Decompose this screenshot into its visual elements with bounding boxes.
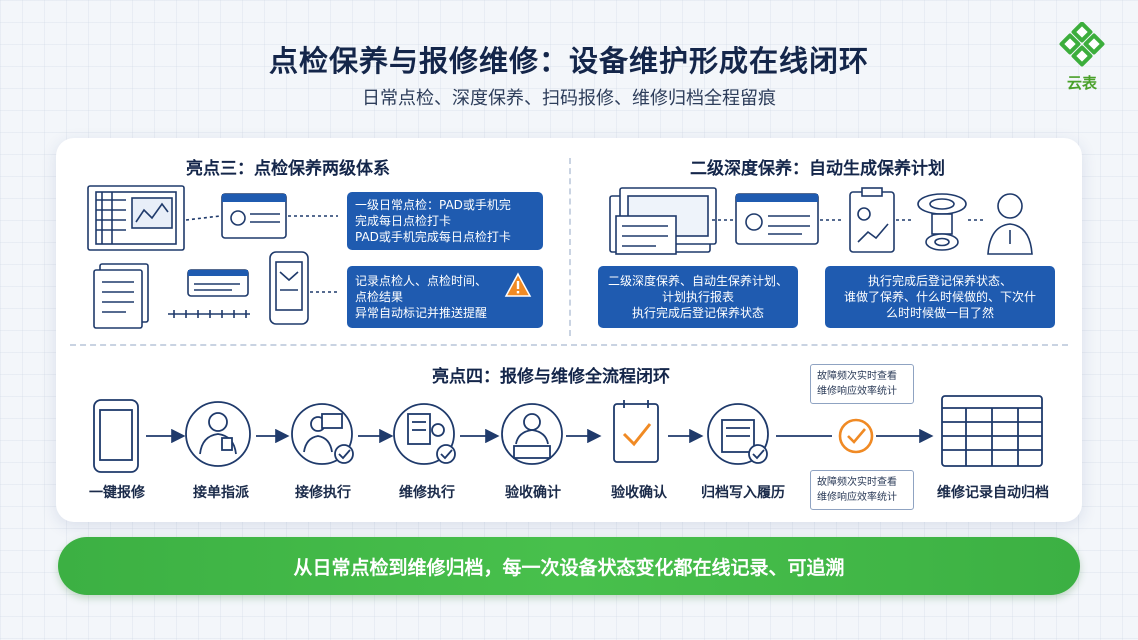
horizontal-divider	[70, 344, 1068, 346]
stats-note-line: 故障频次实时查看	[817, 477, 897, 488]
step-label: 维修执行	[399, 485, 455, 501]
stats-note-bottom: 故障频次实时查看 维修响应效率统计	[810, 470, 914, 510]
section3-box2-line: 记录点检人、点检时间、	[355, 274, 488, 288]
stats-note-line: 故障频次实时查看	[817, 371, 897, 382]
page-title: 点检保养与报修维修：设备维护形成在线闭环	[268, 44, 869, 78]
section3-box1-line: 一级日常点检：PAD或手机完	[355, 198, 511, 212]
warning-icon	[504, 272, 532, 297]
section3-box2-line: 点检结果	[355, 290, 404, 304]
deep-box1-line: 执行完成后登记保养状态	[631, 306, 764, 320]
repair-flow-diagram	[93, 395, 1043, 473]
page-subtitle: 日常点检、深度保养、扫码报修、维修归档全程留痕	[362, 88, 776, 109]
stats-note-line: 维修响应效率统计	[817, 386, 897, 397]
section3-box2-line: 异常自动标记并推送提醒	[355, 306, 488, 320]
logo-mark-icon	[1059, 21, 1105, 67]
logo: 云表	[1056, 21, 1108, 94]
step-label: 一键报修	[89, 485, 145, 501]
section3-box1-line: 完成每日点检打卡	[355, 214, 452, 228]
deep-info-box-2: 执行完成后登记保养状态、 谁做了保养、什么时候做的、下次什 么时时候做一目了然	[825, 266, 1055, 328]
phone-icon	[93, 399, 139, 473]
deep-box1-line: 计划执行报表	[661, 290, 734, 304]
step-label: 维修记录自动归档	[937, 485, 1049, 501]
deep-maintenance-illustration	[609, 187, 1033, 255]
inspection-illustration	[87, 185, 338, 329]
section4-title: 亮点四：报修与维修全流程闭环	[432, 367, 670, 387]
section3-info-box-2: 记录点检人、点检时间、 点检结果 异常自动标记并推送提醒	[347, 266, 543, 328]
deep-box1-line: 二级深度保养、自动生保养计划、	[607, 274, 788, 288]
step-label: 归档写入履历	[701, 485, 785, 501]
step-label: 验收确认	[611, 485, 667, 501]
deep-box2-line: 谁做了保养、什么时候做的、下次什	[843, 290, 1036, 304]
section3-box1-line: PAD或手机完成每日点检打卡	[355, 230, 511, 244]
vertical-divider	[569, 158, 571, 336]
section3-info-box-1: 一级日常点检：PAD或手机完 完成每日点检打卡 PAD或手机完成每日点检打卡	[347, 192, 543, 250]
step-label: 接单指派	[193, 485, 249, 501]
deep-box2-line: 么时时候做一目了然	[885, 306, 994, 320]
stats-note-top: 故障频次实时查看 维修响应效率统计	[810, 364, 914, 404]
deep-info-box-1: 二级深度保养、自动生保养计划、 计划执行报表 执行完成后登记保养状态	[598, 266, 798, 328]
step-label: 接修执行	[295, 485, 351, 501]
step-label: 验收确计	[505, 485, 561, 501]
section3-title: 亮点三：点检保养两级体系	[186, 159, 390, 179]
stats-note-line: 维修响应效率统计	[817, 492, 897, 503]
deep-maintenance-title: 二级深度保养：自动生成保养计划	[690, 159, 945, 179]
logo-text: 云表	[1066, 74, 1097, 92]
summary-banner: 从日常点检到维修归档，每一次设备状态变化都在线记录、可追溯	[58, 537, 1080, 595]
deep-box2-line: 执行完成后登记保养状态、	[867, 274, 1012, 288]
